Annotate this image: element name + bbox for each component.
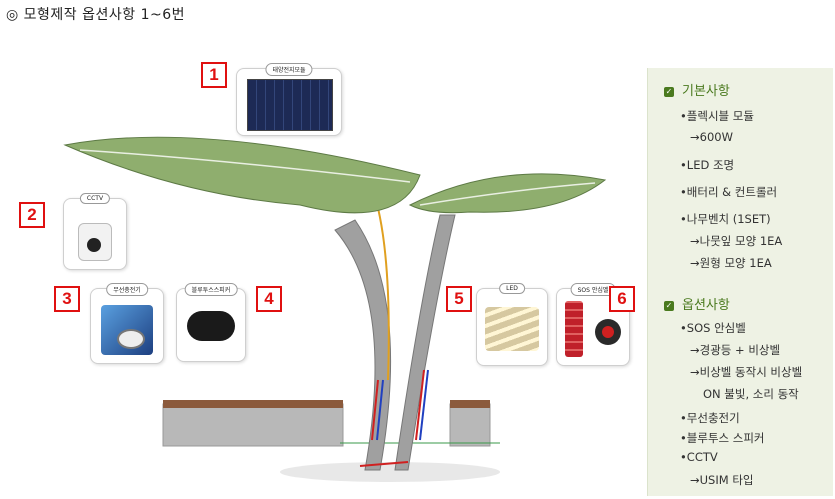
cctv-label: CCTV	[79, 193, 111, 204]
cctv-camera-image	[78, 223, 112, 261]
options-section-heading: ✓ 옵션사항	[664, 294, 730, 313]
page-title: ◎ 모형제작 옵션사항 1~6번	[6, 7, 186, 23]
option-item: •블루투스 스피커	[680, 431, 765, 445]
option-badge-1: 1	[201, 62, 227, 88]
option-item: →비상벨 동작시 비상벨	[690, 365, 803, 379]
check-icon: ✓	[664, 87, 674, 97]
bluetooth-speaker-card: 블루투스스피커	[176, 283, 246, 362]
option-badge-6: 6	[609, 286, 635, 312]
bluetooth-speaker-label: 블루투스스피커	[184, 283, 238, 296]
basic-item: →600W	[690, 130, 733, 144]
solar-module-label: 태양전지모듈	[265, 63, 313, 76]
options-heading-text: 옵션사항	[682, 298, 730, 313]
cctv-card: CCTV	[63, 193, 127, 270]
option-badge-4: 4	[256, 286, 282, 312]
sos-beacon-image	[565, 301, 583, 357]
solar-module-card: 태양전지모듈	[236, 63, 342, 136]
option-badge-3: 3	[54, 286, 80, 312]
spec-panel: ✓ 기본사항 •플렉시블 모듈 →600W •LED 조명 •배터리 & 컨트롤러…	[647, 68, 833, 496]
basic-heading-text: 기본사항	[682, 84, 730, 99]
led-strip-image	[485, 307, 539, 351]
sos-button-image	[595, 319, 621, 345]
basic-item: •LED 조명	[680, 158, 735, 172]
basic-section-heading: ✓ 기본사항	[664, 80, 730, 99]
option-item: •무선충전기	[680, 411, 740, 425]
wireless-charger-card: 무선충전기	[90, 283, 164, 364]
option-item: ON 불빛, 소리 동작	[703, 387, 799, 401]
wireless-charger-image	[101, 305, 153, 355]
option-badge-2: 2	[19, 202, 45, 228]
basic-item: •배터리 & 컨트롤러	[680, 185, 778, 199]
wireless-charger-label: 무선충전기	[106, 283, 148, 296]
option-item: •CCTV	[680, 450, 718, 464]
basic-item: →원형 모양 1EA	[690, 256, 772, 270]
option-item: •SOS 안심벨	[680, 321, 746, 335]
basic-item: •플렉시블 모듈	[680, 109, 754, 123]
option-item: →경광등 + 비상벨	[690, 343, 781, 357]
basic-item: →나뭇잎 모양 1EA	[690, 234, 783, 248]
check-icon: ✓	[664, 301, 674, 311]
basic-item: •나무벤치 (1SET)	[680, 212, 771, 226]
led-label: LED	[499, 283, 525, 294]
speaker-image	[187, 311, 235, 341]
solar-panel-image	[247, 79, 333, 131]
led-card: LED	[476, 283, 548, 366]
option-item: →USIM 타입	[690, 473, 754, 487]
option-badge-5: 5	[446, 286, 472, 312]
